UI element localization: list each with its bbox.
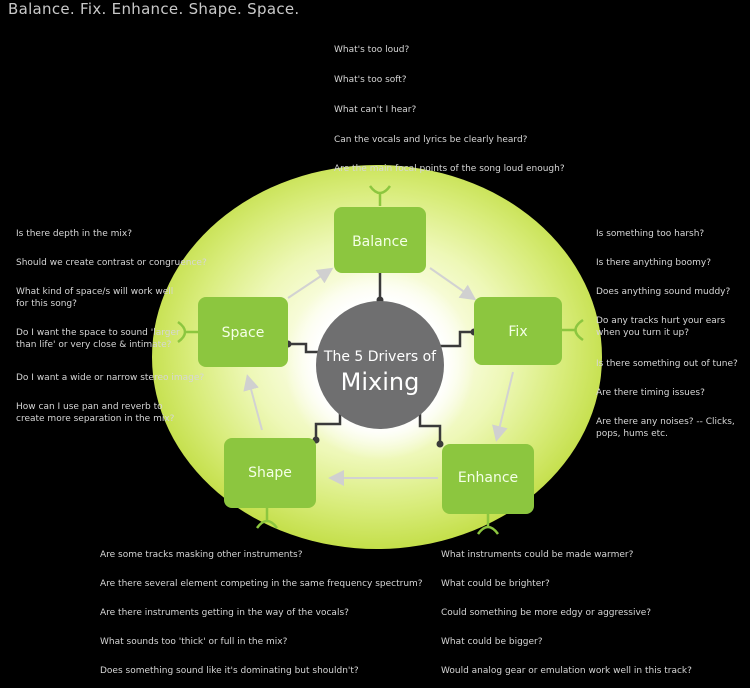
fix-question-4: Do any tracks hurt your ears when you tu… bbox=[596, 316, 726, 338]
node-hooks bbox=[177, 185, 584, 535]
balance-question-3: What can't I hear? bbox=[334, 105, 417, 115]
node-space-label: Space bbox=[222, 325, 265, 341]
space-question-5: Do I want a wide or narrow stereo image? bbox=[16, 373, 205, 383]
cycle-arrows bbox=[243, 267, 514, 486]
enhance-question-1: What instruments could be made warmer? bbox=[441, 550, 634, 560]
balance-question-2: What's too soft? bbox=[334, 75, 407, 85]
page-title: Balance. Fix. Enhance. Shape. Space. bbox=[8, 0, 300, 18]
shape-question-1: Are some tracks masking other instrument… bbox=[100, 550, 303, 560]
shape-question-4: What sounds too 'thick' or full in the m… bbox=[100, 637, 288, 647]
connector-enhance bbox=[418, 410, 442, 444]
enhance-question-3: Could something be more edgy or aggressi… bbox=[441, 608, 652, 618]
arrow-shape-to-space bbox=[243, 374, 263, 431]
node-enhance-label: Enhance bbox=[458, 470, 518, 486]
node-shape: Shape bbox=[224, 438, 316, 508]
fix-question-3: Does anything sound muddy? bbox=[596, 287, 731, 297]
fix-question-2: Is there anything boomy? bbox=[596, 258, 712, 268]
hook-space bbox=[177, 320, 198, 344]
node-fix-label: Fix bbox=[508, 324, 527, 340]
space-question-1: Is there depth in the mix? bbox=[16, 229, 132, 239]
balance-question-1: What's too loud? bbox=[334, 45, 410, 55]
arrow-space-to-balance bbox=[287, 267, 334, 299]
shape-question-2: Are there several element competing in t… bbox=[100, 579, 423, 589]
hook-enhance bbox=[476, 514, 500, 535]
fix-question-1: Is something too harsh? bbox=[596, 229, 705, 239]
shape-question-3: Are there instruments getting in the way… bbox=[100, 608, 349, 618]
node-space: Space bbox=[198, 297, 288, 367]
node-balance-label: Balance bbox=[352, 234, 408, 250]
node-fix: Fix bbox=[474, 297, 562, 365]
connector-fix bbox=[440, 330, 472, 348]
arrow-fix-to-enhance bbox=[492, 371, 514, 442]
space-question-2: Should we create contrast or congruence? bbox=[16, 258, 207, 268]
space-question-3: What kind of space/s will work well for … bbox=[16, 287, 174, 309]
node-balance: Balance bbox=[334, 207, 426, 273]
enhance-question-4: What could be bigger? bbox=[441, 637, 543, 647]
hub-circle bbox=[316, 301, 444, 429]
space-question-6: How can I use pan and reverb to create m… bbox=[16, 402, 175, 424]
fix-question-6: Are there timing issues? bbox=[596, 388, 705, 398]
hub-title-line2: Mixing bbox=[341, 368, 420, 396]
arrow-balance-to-fix bbox=[429, 267, 477, 301]
hook-balance bbox=[368, 185, 392, 206]
hook-shape bbox=[255, 508, 279, 529]
balance-question-5: Are the main focal points of the song lo… bbox=[334, 164, 565, 174]
hook-fix bbox=[562, 318, 584, 342]
node-enhance: Enhance bbox=[442, 444, 534, 514]
shape-question-5: Does something sound like it's dominatin… bbox=[100, 666, 359, 676]
enhance-question-5: Would analog gear or emulation work well… bbox=[441, 666, 692, 676]
connector-space bbox=[288, 342, 322, 354]
fix-question-5: Is there something out of tune? bbox=[596, 359, 738, 369]
connector-shape bbox=[314, 408, 342, 440]
space-question-4: Do I want the space to sound 'larger tha… bbox=[16, 328, 180, 350]
enhance-question-2: What could be brighter? bbox=[441, 579, 550, 589]
node-shape-label: Shape bbox=[248, 465, 292, 481]
hub-connectors bbox=[288, 272, 472, 444]
hub-title-line1: The 5 Drivers of bbox=[323, 349, 437, 365]
balance-question-4: Can the vocals and lyrics be clearly hea… bbox=[334, 135, 528, 145]
fix-question-7: Are there any noises? -- Clicks, pops, h… bbox=[596, 417, 735, 439]
